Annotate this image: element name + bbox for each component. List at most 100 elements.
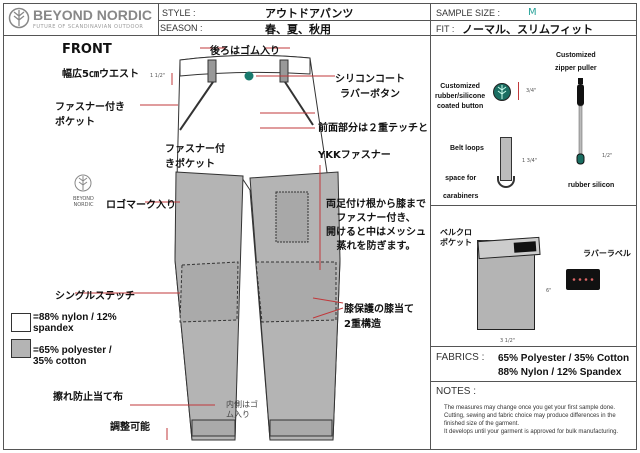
sample-size-label: SAMPLE SIZE : xyxy=(436,8,501,18)
callout-line: 蒸れを防ぎます。 xyxy=(336,241,416,252)
puller-material: rubber silicon xyxy=(568,182,615,189)
callout-waist: 幅広5㎝ウエスト xyxy=(62,69,139,80)
button-note: Customized rubber/silicone coated button xyxy=(435,82,485,112)
belt-loop-label: Belt loops xyxy=(450,145,484,152)
legend-label: =65% polyester /35% cotton xyxy=(33,345,112,367)
logo-text: BEYOND xyxy=(73,196,94,202)
callout-line: ム入り xyxy=(226,410,250,419)
tree-logo-icon xyxy=(74,174,92,192)
note-line: Cutting, sewing and fabric choice may pr… xyxy=(444,413,616,419)
carabiner-note: space for carabiners xyxy=(443,170,478,206)
note-line: ポケット xyxy=(440,238,472,247)
dimension-line xyxy=(518,82,519,100)
callout-line: 膝保護の膝当て xyxy=(344,304,414,315)
callout-inner-elastic: 内側はゴム入り xyxy=(226,400,258,420)
sample-size-value: M xyxy=(528,7,537,18)
divider xyxy=(430,3,431,450)
button-icon xyxy=(244,71,254,81)
note-line: carabiners xyxy=(443,193,479,200)
puller-dimension: 1/2" xyxy=(602,153,613,159)
note-line: rubber/silicone xyxy=(435,93,486,100)
note-line: The measures may change once you get you… xyxy=(444,405,616,411)
callout-vent: 両足付け根から膝までファスナー付き、開けると中はメッシュ蒸れを防ぎます。 xyxy=(326,198,426,254)
rubber-label-icon xyxy=(513,241,537,253)
callout-line: ファスナー付き xyxy=(55,102,125,113)
legend-swatch xyxy=(11,339,31,358)
note-line: space for xyxy=(445,175,477,182)
rubber-label-sample xyxy=(566,269,600,290)
callout-thigh-pocket: ファスナー付きポケット xyxy=(165,140,225,170)
belt-loop-icon xyxy=(500,137,512,181)
brand-mark: BEYOND NORDIC xyxy=(73,174,94,208)
style-value: アウトドアパンツ xyxy=(265,7,354,20)
divider xyxy=(430,381,637,382)
zipper-puller-icon xyxy=(576,78,585,165)
legend-label: =88% nylon / 12%spandex xyxy=(33,312,117,334)
divider xyxy=(158,3,159,35)
brand-tagline: FUTURE OF SCANDINAVIAN OUTDOOR xyxy=(33,24,144,30)
note-line: ベルクロ xyxy=(440,228,472,237)
season-label: SEASON : xyxy=(160,23,203,33)
divider xyxy=(3,35,637,36)
fit-label: FIT : xyxy=(436,24,455,34)
callout-line: ポケット xyxy=(55,117,95,128)
legend-line: =65% polyester / xyxy=(33,345,112,356)
callout-line: シリコンコート xyxy=(335,74,405,85)
callout-double-stitch: 前面部分は２重テッチと xyxy=(318,123,428,134)
callout-line: ラバーボタン xyxy=(340,89,400,100)
callout-line: 両足付け根から膝まで xyxy=(326,199,426,210)
notes-label: NOTES : xyxy=(436,386,477,397)
callout-back-elastic: 後ろはゴム入り xyxy=(210,46,280,57)
waist-dimension: 1 1/2" xyxy=(150,73,166,79)
pocket-height: 6" xyxy=(546,288,552,294)
callout-zip-pocket: ファスナー付きポケット xyxy=(55,98,125,128)
callout-adjustable: 調整可能 xyxy=(110,422,150,433)
brand-name: BEYOND NORDIC xyxy=(33,7,153,23)
note-line: finished size of the garment. xyxy=(444,421,520,427)
belt-loop-dimension: 1 3/4" xyxy=(522,158,538,164)
style-label: STYLE : xyxy=(162,8,196,18)
spec-sheet xyxy=(3,3,637,450)
callout-knee: 膝保護の膝当て 2重構造 xyxy=(344,300,414,330)
callout-line: ファスナー付き、 xyxy=(336,213,416,224)
pocket-width: 3 1/2" xyxy=(500,338,516,344)
note-line: coated button xyxy=(436,103,484,110)
divider xyxy=(430,205,637,206)
callout-line: 開けると中はメッシュ xyxy=(326,227,426,238)
tree-logo-icon xyxy=(8,7,30,29)
velcro-pocket-label: ベルクロポケット xyxy=(440,228,472,248)
fabric-line: 65% Polyester / 35% Cotton xyxy=(498,353,630,364)
callout-button: シリコンコートラバーボタン xyxy=(335,70,405,100)
fabrics-list: 65% Polyester / 35% Cotton 88% Nylon / 12… xyxy=(498,352,629,380)
silicone-button-icon xyxy=(493,83,511,101)
legend-line: =88% nylon / 12% xyxy=(33,312,117,323)
callout-line: 2重構造 xyxy=(344,319,381,330)
carabiner-ring-icon xyxy=(497,176,515,188)
label-dots-icon xyxy=(572,278,594,281)
callout-single-stitch: シングルステッチ xyxy=(55,291,135,302)
fabric-line: 88% Nylon / 12% Spandex xyxy=(498,367,622,378)
legend-line: 35% cotton xyxy=(33,356,87,367)
note-line: Customized xyxy=(440,83,480,90)
puller-note: Customized zipper puller xyxy=(555,49,597,75)
legend-swatch xyxy=(11,313,31,332)
legend-line: spandex xyxy=(33,323,74,334)
callout-abrasion: 擦れ防止当て布 xyxy=(53,392,123,403)
divider xyxy=(158,20,637,21)
callout-logo: ロゴマーク入り xyxy=(106,200,176,211)
note-line: Customized xyxy=(555,52,596,59)
note-line: zipper puller xyxy=(555,65,597,72)
callout-ykk: YKKファスナー xyxy=(318,150,391,161)
button-dimension: 3/4" xyxy=(526,88,537,94)
callout-line: きポケット xyxy=(165,159,215,170)
callout-line: 内側はゴ xyxy=(226,400,258,409)
note-line: It develops until your garment is approv… xyxy=(444,429,619,435)
season-value: 春、夏、秋用 xyxy=(265,23,331,36)
view-title: FRONT xyxy=(62,42,112,57)
pants-technical-drawing xyxy=(75,47,344,441)
divider xyxy=(430,346,637,347)
notes-text: The measures may change once you get you… xyxy=(444,404,618,436)
logo-text: NORDIC xyxy=(73,202,94,208)
rubber-label-caption: ラバーラベル xyxy=(583,249,631,258)
fit-value: ノーマル、スリムフィット xyxy=(462,23,594,36)
